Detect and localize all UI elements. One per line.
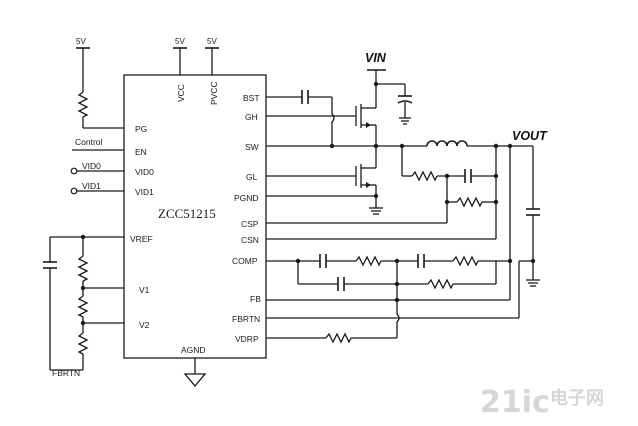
pg-pullup <box>76 47 124 129</box>
pin-label-bst: BST <box>243 93 260 103</box>
pin-label-agnd: AGND <box>181 345 206 355</box>
vout-output <box>509 146 540 318</box>
output-inductor <box>426 140 533 149</box>
vout-label: VOUT <box>512 129 548 143</box>
ground-icon <box>183 373 207 388</box>
pin-label-v1: V1 <box>139 285 150 295</box>
vref-divider <box>43 234 124 371</box>
pin-label-fb: FB <box>250 294 261 304</box>
pin-labels: PG EN VID0 VID1 VREF V1 V2 VCC PVCC BST … <box>130 81 261 355</box>
resistor-vref-3 <box>77 332 89 355</box>
resistor-pg <box>77 91 89 118</box>
pin-label-pgnd: PGND <box>234 193 259 203</box>
vid1-label: VID1 <box>82 181 101 191</box>
resistor-sense-2 <box>456 196 483 208</box>
low-side-mosfet <box>355 164 377 208</box>
pgnd-ground <box>266 193 383 215</box>
supply-label-pvcc: 5V <box>207 37 217 46</box>
high-side-mosfet <box>355 70 377 146</box>
supply-labels: 5V 5V 5V VIN VOUT Control VID0 VID1 FBRT… <box>52 37 548 378</box>
chip-name: ZCC51215 <box>158 206 216 221</box>
resistor-vref-2 <box>77 295 89 318</box>
agnd-ground <box>183 358 207 388</box>
pin-label-csn: CSN <box>241 235 259 245</box>
terminal-vid1 <box>70 187 78 195</box>
pin-label-v2: V2 <box>139 320 150 330</box>
pin-label-gl: GL <box>246 172 258 182</box>
pin-label-vid0: VID0 <box>135 167 154 177</box>
watermark-text: 电子网 <box>550 387 604 409</box>
sw-node <box>266 143 427 165</box>
resistor-comp-1 <box>355 255 382 267</box>
terminal-vid0 <box>70 167 78 175</box>
pin-label-gh: GH <box>245 112 258 122</box>
control-inputs <box>70 149 124 195</box>
pin-label-vid1: VID1 <box>135 187 154 197</box>
pin-label-vref: VREF <box>130 234 153 244</box>
supply-label-pg: 5V <box>76 37 86 46</box>
pin-label-vdrp: VDRP <box>235 334 259 344</box>
control-label: Control <box>75 137 103 147</box>
bst-cap <box>266 90 335 146</box>
pin-label-csp: CSP <box>241 219 259 229</box>
resistor-comp-3 <box>427 278 454 290</box>
pin-label-pvcc: PVCC <box>209 81 219 105</box>
pin-label-sw: SW <box>245 142 259 152</box>
watermark: 21ic 电子网 <box>480 385 604 420</box>
feedback-wires <box>266 299 519 344</box>
pin-label-fbrtn: FBRTN <box>232 314 260 324</box>
pin-label-pg: PG <box>135 124 147 134</box>
pin-label-en: EN <box>135 147 147 157</box>
vin-label: VIN <box>365 51 387 65</box>
current-sense-network <box>266 146 499 240</box>
watermark-logo: 21ic <box>480 385 550 420</box>
pin-label-comp: COMP <box>232 256 258 266</box>
resistor-sense <box>411 170 438 182</box>
vcc-supply-wires <box>173 47 219 75</box>
comp-network <box>266 254 513 338</box>
vid0-label: VID0 <box>82 161 101 171</box>
resistor-vdrp <box>325 332 352 344</box>
resistor-vref-1 <box>77 255 89 282</box>
pin-label-vcc: VCC <box>176 84 186 102</box>
fbrtn-net-label: FBRTN <box>52 368 80 378</box>
supply-label-vcc: 5V <box>175 37 185 46</box>
resistor-comp-2 <box>452 255 479 267</box>
vin-rail <box>367 69 413 125</box>
